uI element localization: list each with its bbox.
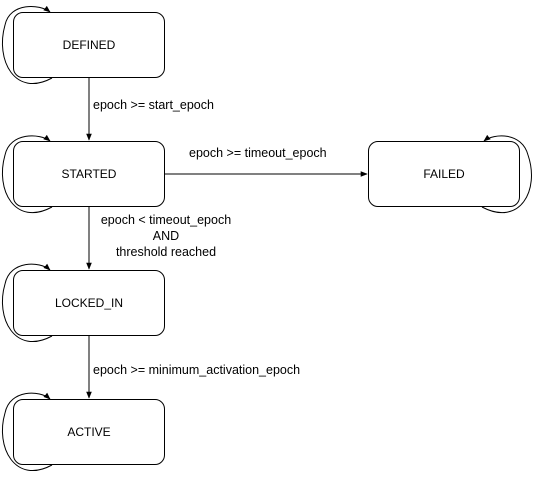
state-failed: FAILED bbox=[368, 141, 520, 207]
transition-label-defined-to-started: epoch >= start_epoch bbox=[93, 98, 214, 112]
self-loop-active bbox=[1, 392, 53, 472]
self-loop-defined bbox=[1, 5, 53, 84]
self-loop-failed bbox=[481, 134, 532, 214]
state-locked-in: LOCKED_IN bbox=[13, 270, 165, 336]
state-failed-label: FAILED bbox=[423, 167, 465, 181]
self-loop-locked-in bbox=[1, 263, 53, 343]
state-locked-in-label: LOCKED_IN bbox=[54, 296, 124, 310]
self-loop-started bbox=[1, 134, 53, 214]
transition-label-started-to-locked-in: epoch < timeout_epoch AND threshold reac… bbox=[92, 212, 240, 260]
state-active-label: ACTIVE bbox=[67, 425, 111, 439]
transition-label-locked-in-to-active: epoch >= minimum_activation_epoch bbox=[93, 363, 301, 377]
state-defined-label: DEFINED bbox=[62, 38, 116, 52]
state-started: STARTED bbox=[13, 141, 165, 207]
condition-line-3: threshold reached bbox=[115, 245, 217, 259]
state-started-label: STARTED bbox=[61, 167, 117, 181]
transition-label-started-to-failed: epoch >= timeout_epoch bbox=[189, 146, 327, 160]
condition-line-2: AND bbox=[152, 229, 180, 243]
condition-line-1: epoch < timeout_epoch bbox=[100, 213, 232, 227]
state-defined: DEFINED bbox=[13, 12, 165, 78]
state-active: ACTIVE bbox=[13, 399, 165, 465]
